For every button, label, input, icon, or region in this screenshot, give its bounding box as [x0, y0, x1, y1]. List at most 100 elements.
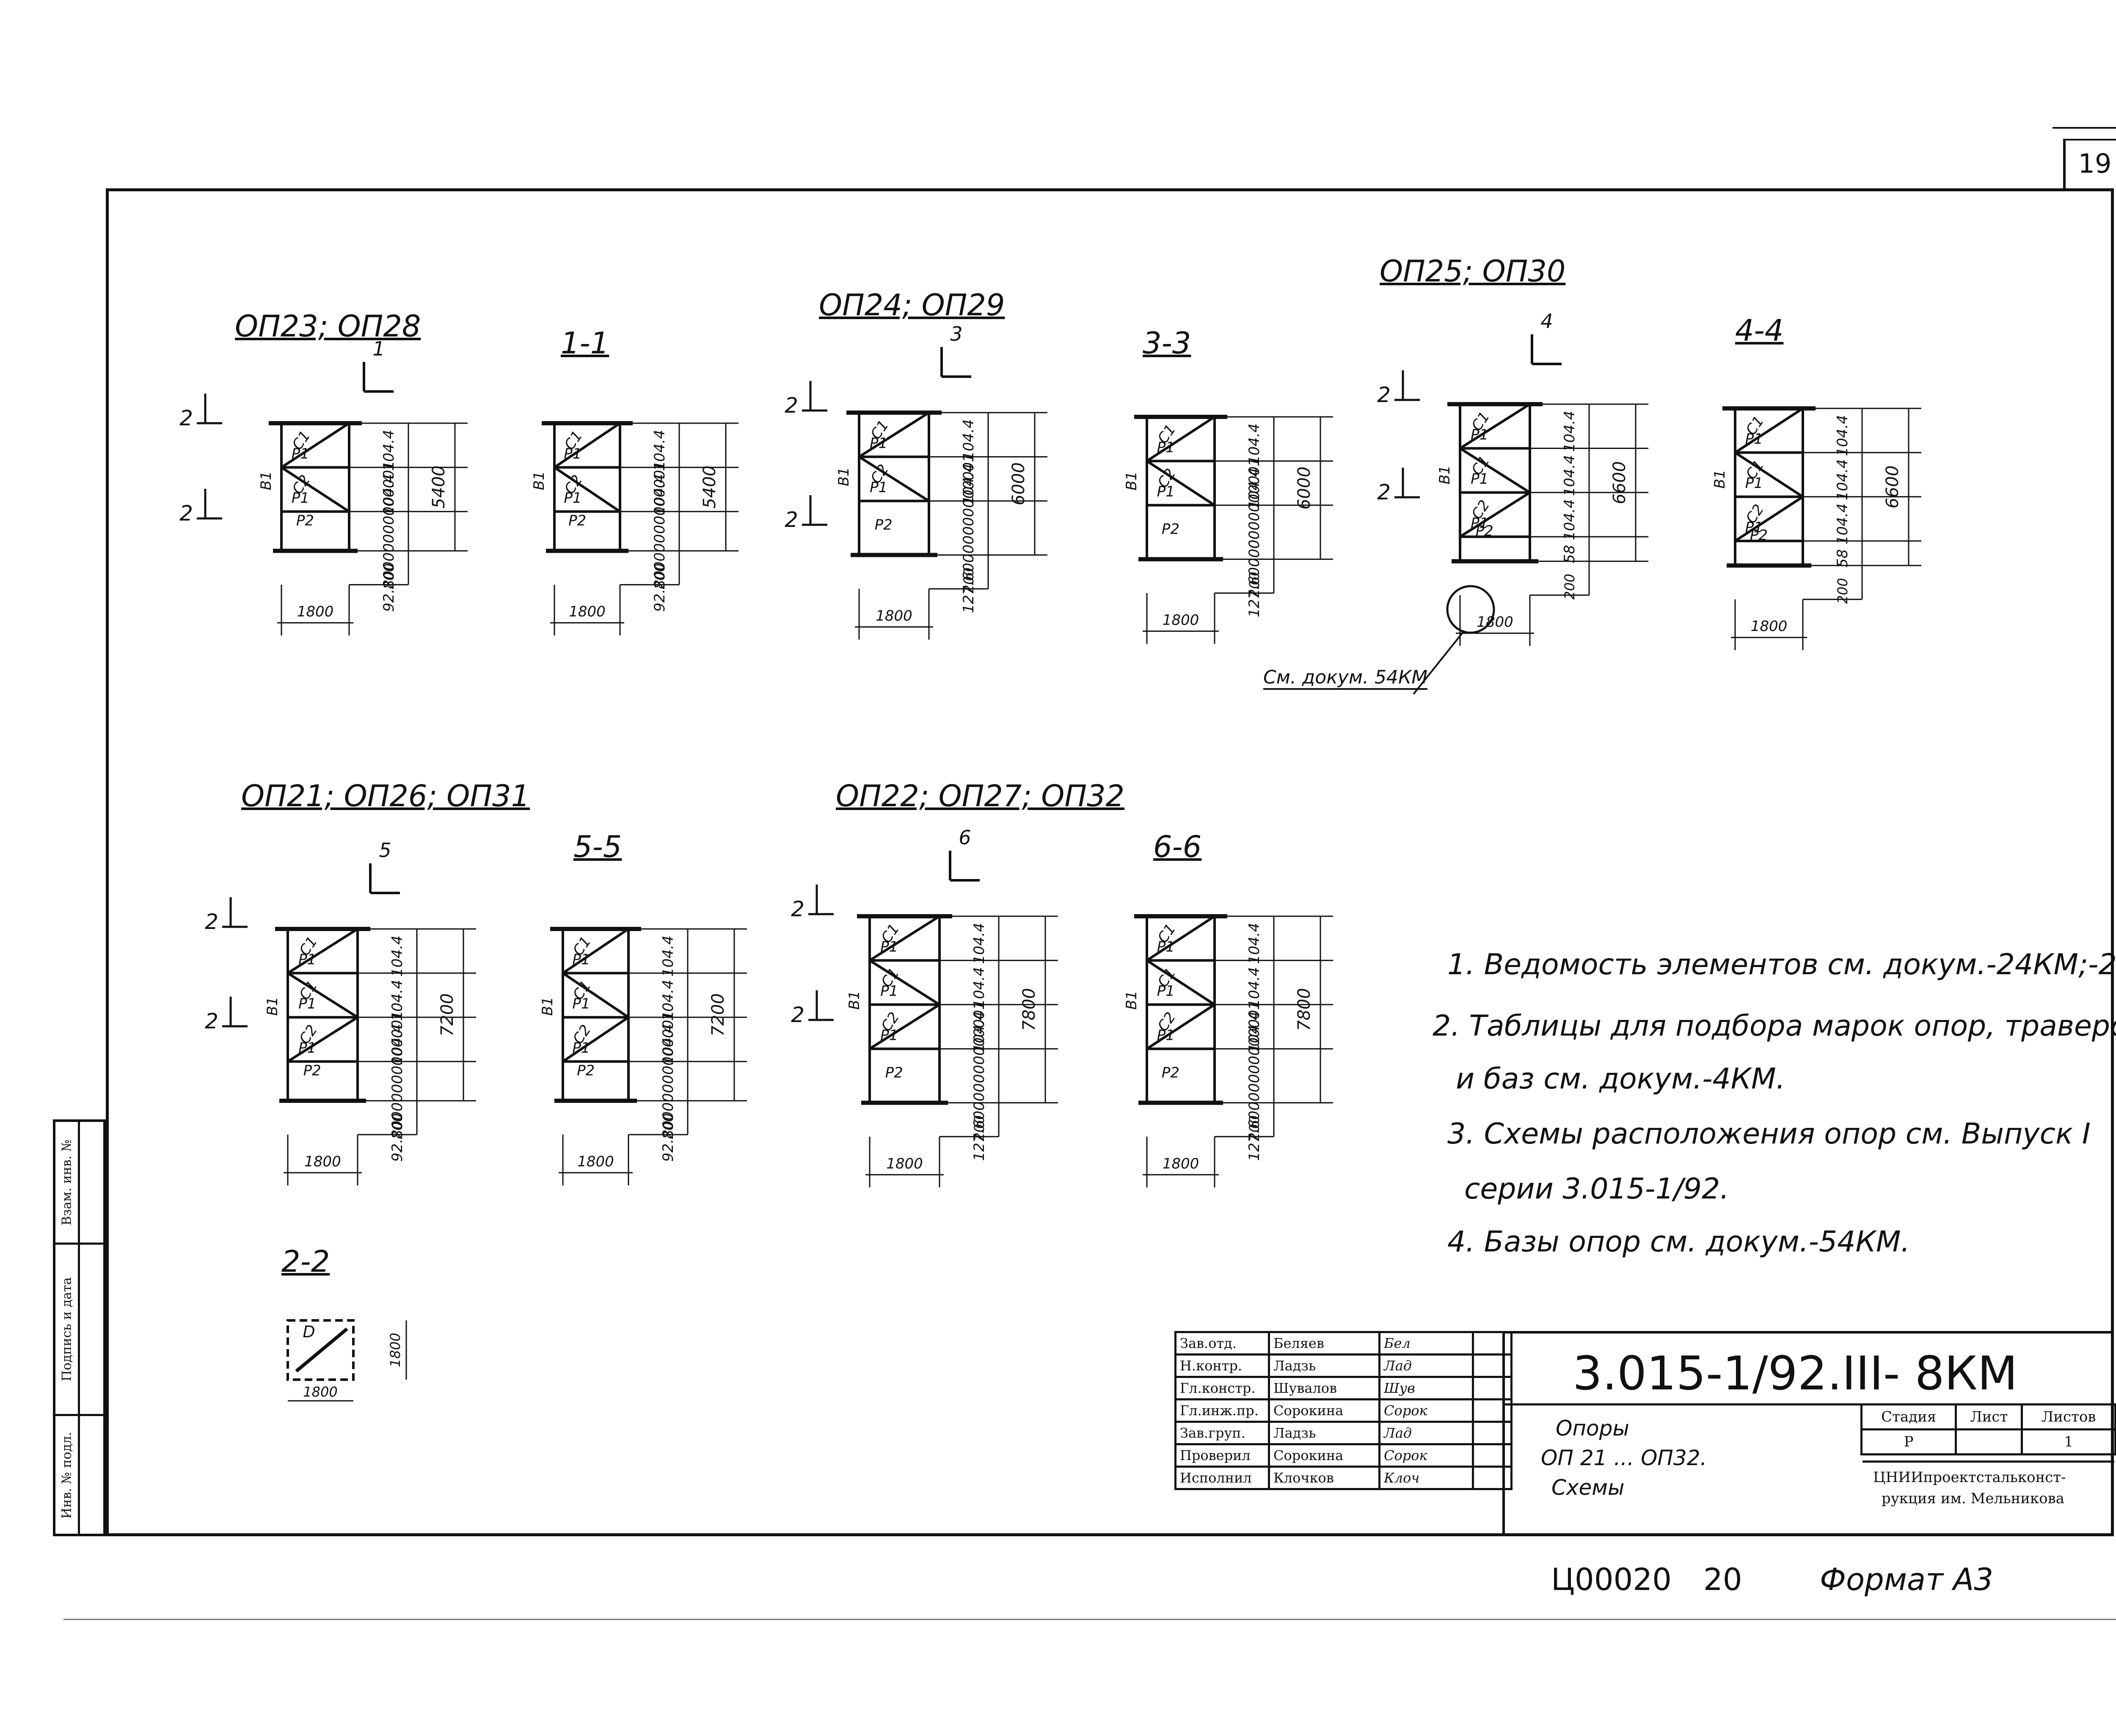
member-label-p1: Р1	[880, 1027, 898, 1044]
member-label-p1: Р1	[572, 951, 590, 968]
member-label-b1: В1	[264, 997, 281, 1016]
section-cut-num: 4	[1540, 310, 1553, 333]
dim-panel-label: 104.4	[1246, 424, 1263, 465]
stamp-role: Зав.отд.	[1174, 1331, 1270, 1356]
member-label-p1: Р1	[298, 951, 316, 968]
truss-diagonal	[287, 1016, 358, 1063]
dim-base-label: 200	[389, 1113, 405, 1139]
dim-panel-label: 58	[1561, 545, 1578, 563]
dim-base-label: 200	[1835, 578, 1851, 604]
dim-total-label: 7800	[1295, 988, 1314, 1031]
footer-format: Формат А3	[1820, 1562, 1994, 1597]
cut-mark-num: 2	[179, 406, 193, 430]
stamp-signature: Клоч	[1378, 1466, 1474, 1490]
footer-page: 20	[1703, 1562, 1742, 1597]
footer-inventory: Ц00020	[1551, 1562, 1672, 1597]
dim-panel-label: 104.4	[1246, 468, 1263, 509]
dim-width-label: 1800	[1751, 618, 1788, 635]
member-label-p1: Р1	[298, 995, 316, 1012]
dim-panel-label: 104.4	[971, 967, 988, 1008]
stamp-signature: Сорок	[1378, 1398, 1474, 1423]
section-cut-num: 6	[959, 826, 971, 849]
dim-width-label: 1800	[1163, 1155, 1199, 1172]
title-section-1-1: 1-1	[561, 326, 609, 361]
dim-panel-label: 104.4	[1246, 967, 1263, 1008]
sidebar: Взам. инв. № Подпись и дата Инв. № подл.	[53, 1119, 106, 1536]
dim-panel-label: 104.4	[971, 923, 988, 964]
member-label-b1: В1	[835, 467, 852, 486]
dim-width-label: 1800	[569, 603, 606, 620]
note-2: 2. Таблицы для подбора марок опор, траве…	[1433, 1009, 2116, 1043]
detail-callout-circle	[1446, 585, 1495, 634]
truss-diagonal	[287, 928, 358, 974]
dim-base-label: 200	[961, 568, 977, 593]
title-op25: ОП25; ОП30	[1380, 254, 1566, 289]
member-label-p2: Р2	[1162, 521, 1179, 537]
dim-panel-label: 104.4	[651, 474, 668, 515]
truss-diagonal	[869, 959, 940, 1006]
member-label-p1: Р1	[564, 490, 581, 507]
title-section-2-2: 2-2	[281, 1244, 330, 1279]
cut-mark-num: 2	[179, 501, 193, 526]
stamp-empty-cell	[1472, 1331, 1513, 1356]
stamp-name: Шувалов	[1268, 1376, 1380, 1400]
dim-panel-label: 127.60000000000001	[1246, 1001, 1263, 1161]
stamp-name: Ладзь	[1268, 1421, 1380, 1445]
member-label-p2: Р2	[1750, 527, 1768, 544]
stage-value: Р	[1860, 1428, 1957, 1455]
note-2-cont: и баз см. докум.-4КМ.	[1456, 1062, 1785, 1096]
member-label-p1: Р1	[1157, 983, 1175, 1000]
title-op21: ОП21; ОП26; ОП31	[241, 779, 530, 813]
title-section-4-4: 4-4	[1735, 313, 1784, 348]
member-label-p1: Р1	[1745, 475, 1763, 492]
member-label-p2: Р2	[875, 516, 893, 533]
stage-header: Стадия	[1860, 1403, 1957, 1430]
dim-panel-label: 58	[1834, 549, 1851, 568]
dim-total-label: 5400	[700, 466, 719, 509]
document-code: 3.015-1/92.III- 8КМ	[1573, 1346, 2018, 1400]
member-label-p1: Р1	[1157, 483, 1175, 500]
member-label-b1: В1	[258, 471, 275, 490]
dim-panel-label: 104.4	[380, 474, 397, 515]
dim-panel-label: 104.4	[971, 1011, 988, 1052]
cut-mark-num: 2	[1377, 383, 1391, 407]
dim-panel-label: 104.4	[960, 419, 977, 460]
stamp-name: Ладзь	[1268, 1353, 1380, 1378]
truss-diagonal	[554, 422, 621, 468]
member-label-p1: Р1	[880, 939, 898, 956]
dim-base-label: 200	[652, 563, 668, 589]
dim-panel-label: 104.4	[389, 980, 406, 1021]
dim-base-label: 200	[1246, 572, 1262, 598]
dim-panel-label: 104.4	[1834, 503, 1851, 544]
detail-2-2-label: D	[303, 1323, 315, 1341]
dim-panel-label: 104.4	[1834, 459, 1851, 500]
title-section-6-6: 6-6	[1153, 829, 1202, 864]
truss-diagonal	[1146, 416, 1215, 462]
note-4: 4. Базы опор см. докум.-54КМ.	[1447, 1225, 1910, 1259]
dim-panel-label: 92.80000000000001	[389, 1011, 406, 1162]
dim-panel-label: 127.60000000000001	[960, 453, 977, 613]
member-label-b1: В1	[846, 991, 863, 1010]
member-label-p1: Р1	[292, 490, 309, 507]
member-label-b1: В1	[1711, 470, 1728, 489]
detail-leader	[1413, 630, 1465, 695]
dim-width-label: 1800	[876, 607, 912, 624]
title-section-3-3: 3-3	[1143, 326, 1191, 361]
dim-panel-label: 104.4	[1561, 411, 1578, 452]
dim-panel-label: 104.4	[660, 1024, 677, 1065]
dim-total-label: 6000	[1009, 462, 1028, 505]
truss-diagonal	[562, 928, 629, 974]
title-op23: ОП23; ОП28	[235, 309, 421, 344]
member-label-p1: Р1	[572, 1039, 590, 1056]
stamp-role: Н.контр.	[1174, 1353, 1270, 1378]
dim-panel-label: 104.4	[1246, 923, 1263, 964]
truss-diagonal	[1146, 460, 1215, 507]
stamp-role: Исполнил	[1174, 1466, 1270, 1490]
stamp-empty-cell	[1472, 1398, 1513, 1423]
note-3: 3. Схемы расположения опор см. Выпуск I	[1447, 1117, 2091, 1151]
